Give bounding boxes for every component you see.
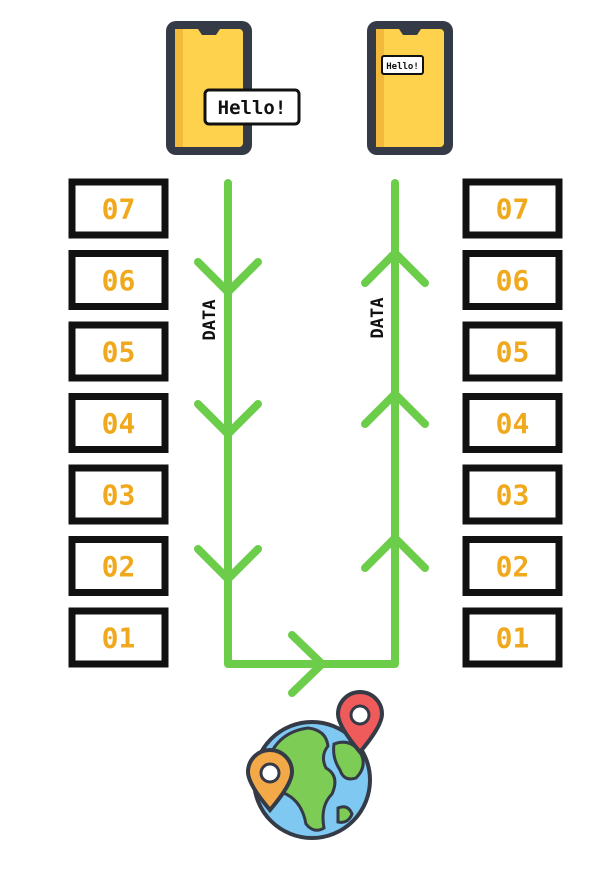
sender-layer-frame (68, 393, 169, 453)
sender-layer-box: 01 (68, 607, 169, 668)
receiver-layer-label: 04 (496, 407, 530, 440)
receiver-layer-label: 01 (496, 622, 530, 655)
sender-layer-box: 02 (68, 536, 169, 596)
receiver-layer-frame (462, 536, 563, 596)
receiver-layer-label: 06 (496, 264, 530, 297)
sender-layer-frame (68, 250, 169, 310)
sender-layer-box: 04 (68, 393, 169, 453)
receiver-message-text: Hello! (386, 62, 419, 72)
receiver-layer-stack: 07 06 05 04 03 02 01 (462, 178, 563, 668)
receiver-layer-frame (462, 178, 563, 239)
receiver-layer-box: 05 (462, 321, 563, 382)
sender-message-bubble: Hello! (203, 88, 301, 126)
location-pin-icon (335, 690, 385, 756)
sender-layer-frame (68, 321, 169, 382)
down-arrow-icon (194, 258, 262, 296)
flow-line (224, 179, 399, 668)
sender-layer-frame (68, 178, 169, 239)
receiver-layer-frame (462, 464, 563, 525)
sender-phone-icon (166, 21, 252, 155)
receiver-phone-icon (367, 21, 453, 155)
receiver-layer-frame (462, 607, 563, 668)
down-flow-label: DATA (200, 300, 220, 341)
sender-layer-frame (68, 607, 169, 668)
down-arrow-icon (194, 545, 262, 583)
globe-icon (252, 720, 372, 840)
receiver-layer-label: 05 (496, 336, 530, 369)
receiver-layer-box: 02 (462, 536, 563, 596)
sender-layer-box: 05 (68, 321, 169, 382)
sender-layer-frame (68, 464, 169, 525)
up-arrow-icon (361, 534, 429, 572)
sender-layer-box: 07 (68, 178, 169, 239)
receiver-layer-box: 06 (462, 250, 563, 310)
receiver-layer-box: 07 (462, 178, 563, 239)
sender-layer-box: 06 (68, 250, 169, 310)
sender-layer-label: 05 (102, 336, 136, 369)
data-flow-path (194, 179, 429, 697)
receiver-message-bubble: Hello! (381, 55, 424, 75)
up-arrow-icon (361, 390, 429, 428)
receiver-layer-label: 02 (496, 550, 530, 583)
down-arrow-icon (194, 400, 262, 438)
sender-layer-stack: 07 06 05 04 03 02 01 (68, 178, 169, 668)
sender-layer-label: 06 (102, 264, 136, 297)
sender-layer-box: 03 (68, 464, 169, 525)
receiver-layer-frame (462, 250, 563, 310)
right-arrow-icon (288, 631, 326, 697)
sender-layer-label: 02 (102, 550, 136, 583)
sender-layer-label: 04 (102, 407, 136, 440)
sender-message-text: Hello! (218, 97, 287, 119)
receiver-layer-frame (462, 321, 563, 382)
receiver-layer-box: 01 (462, 607, 563, 668)
receiver-layer-label: 03 (496, 479, 530, 512)
sender-layer-label: 07 (102, 193, 136, 226)
sender-layer-label: 01 (102, 622, 136, 655)
up-flow-label: DATA (368, 298, 388, 339)
receiver-layer-frame (462, 393, 563, 453)
sender-layer-frame (68, 536, 169, 596)
receiver-layer-box: 03 (462, 464, 563, 525)
receiver-layer-label: 07 (496, 193, 530, 226)
location-pin-icon (245, 748, 295, 814)
up-arrow-icon (361, 249, 429, 287)
sender-layer-label: 03 (102, 479, 136, 512)
receiver-layer-box: 04 (462, 393, 563, 453)
